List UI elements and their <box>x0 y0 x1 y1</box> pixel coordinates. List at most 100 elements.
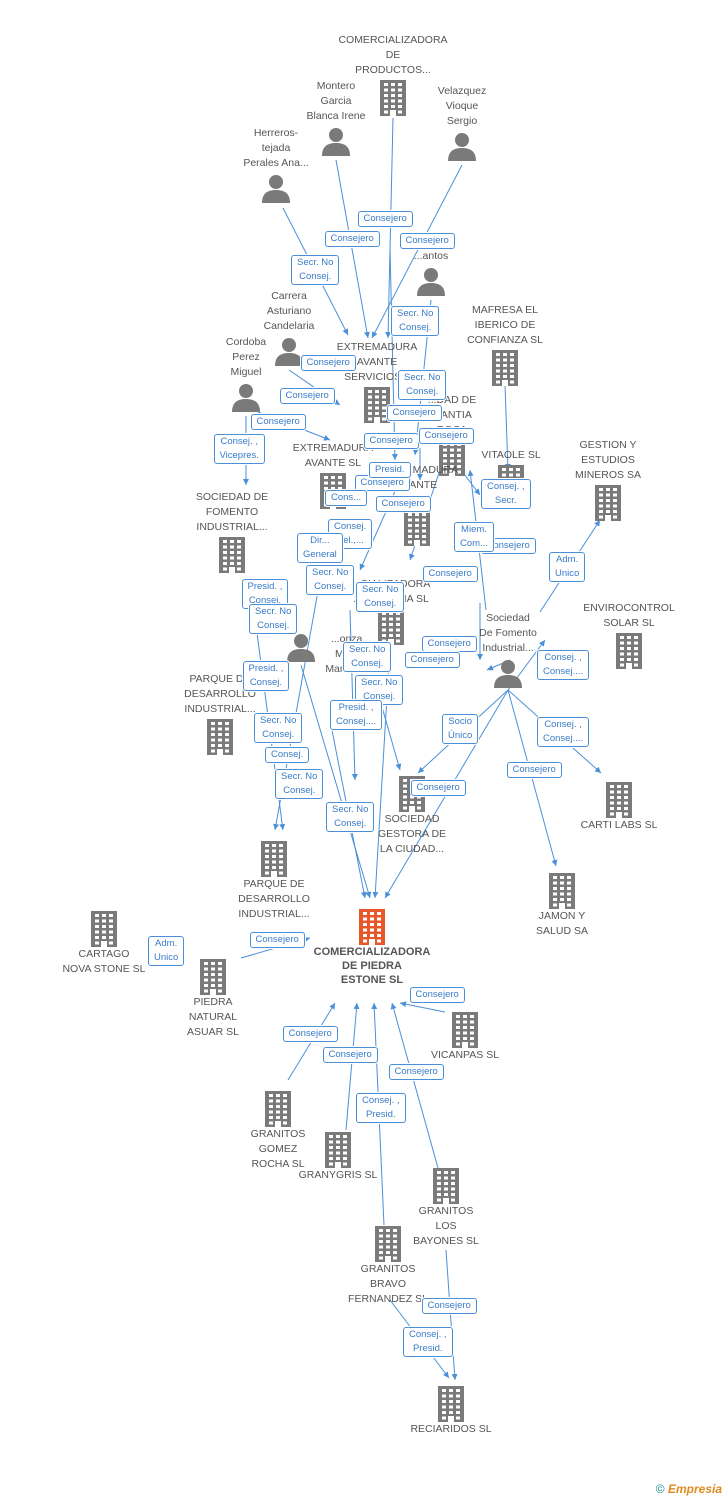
relation-badge[interactable]: Consejero <box>386 405 442 421</box>
relation-badge[interactable]: Consejero <box>404 652 460 668</box>
company-node[interactable]: RECIARIDOS SL <box>391 1386 511 1437</box>
graph-edge <box>507 689 558 867</box>
relation-badge[interactable]: Consejero <box>300 355 356 371</box>
relation-badge[interactable]: Consejero <box>418 428 474 444</box>
relation-badge[interactable]: Presid. , Consej. <box>242 661 290 691</box>
relation-badge[interactable]: Presid. <box>369 462 411 478</box>
relation-badge[interactable]: Secr. No Consej. <box>355 675 404 705</box>
relation-badge[interactable]: Consejero <box>422 566 478 582</box>
relation-badge[interactable]: Consej. , Presid. <box>356 1093 406 1123</box>
person-icon <box>448 133 476 161</box>
relation-badge[interactable]: Secr. No Consej. <box>291 255 340 285</box>
company-node[interactable]: PIEDRA NATURAL ASUAR SL <box>153 959 273 1040</box>
node-label: Montero Garcia Blanca Irene <box>306 80 366 122</box>
node-label: COMERCIALIZADORA DE PIEDRA ESTONE SL <box>313 946 431 986</box>
copyright-symbol: © <box>655 1482 665 1496</box>
person-node[interactable]: Velazquez Vioque Sergio <box>402 85 522 161</box>
company-node[interactable]: GRANITOS GOMEZ ROCHA SL <box>218 1091 338 1172</box>
node-label: Herreros- tejada Perales Ana... <box>243 127 309 169</box>
relation-badge[interactable]: Secr. No Consej. <box>391 306 440 336</box>
building-icon <box>595 485 621 521</box>
company-node[interactable]: CARTAGO NOVA STONE SL <box>44 911 164 977</box>
relation-badge[interactable]: Consejero <box>249 932 305 948</box>
relation-badge[interactable]: Consej. , Presid. <box>403 1327 453 1357</box>
company-node[interactable]: MAFRESA EL IBERICO DE CONFIANZA SL <box>445 304 565 386</box>
relation-badge[interactable]: Consejero <box>506 762 562 778</box>
company-node[interactable]: GRANITOS BRAVO FERNANDEZ SL <box>328 1226 448 1307</box>
node-label: GRANYGRIS SL <box>298 1169 378 1181</box>
relation-badge[interactable]: Miem. Com... <box>454 522 494 552</box>
person-node[interactable]: Sociedad De Fomento Industrial... <box>448 612 568 688</box>
relation-badge[interactable]: Cons... <box>325 490 368 506</box>
relation-badge[interactable]: Consej. , Vicepres. <box>213 434 265 464</box>
company-node[interactable]: VICANPAS SL <box>405 1012 525 1063</box>
relation-badge[interactable]: Consejero <box>322 1047 378 1063</box>
relation-badge[interactable]: Secr. No Consej. <box>249 604 298 634</box>
relation-badge[interactable]: Consejero <box>357 211 413 227</box>
relation-badge[interactable]: Consejero <box>363 433 419 449</box>
relation-badge[interactable]: Consej. , Secr. <box>481 479 531 509</box>
company-node[interactable]: EXTREMADURA AVANTE SERVICIOS... <box>317 341 437 423</box>
building-icon <box>265 1091 291 1127</box>
company-node[interactable]: JAMON Y SALUD SA <box>502 873 622 939</box>
person-node[interactable]: Montero Garcia Blanca Irene <box>276 80 396 156</box>
relation-badge[interactable]: Consejero <box>388 1064 444 1080</box>
person-node[interactable]: Cordoba Perez Miguel <box>186 336 306 412</box>
person-node[interactable]: Herreros- tejada Perales Ana... <box>216 127 336 203</box>
relation-badge[interactable]: Dir... General <box>297 533 343 563</box>
node-label: CARTI LABS SL <box>580 819 658 831</box>
relation-badge[interactable]: Presid. , Consej.... <box>330 700 383 730</box>
company-node[interactable]: GRANYGRIS SL <box>278 1132 398 1183</box>
company-node[interactable]: CARTI LABS SL <box>559 782 679 833</box>
company-node[interactable]: ENVIROCONTROL SOLAR SL <box>569 602 689 669</box>
graph-edge <box>385 117 394 339</box>
building-icon <box>91 911 117 947</box>
relation-badge[interactable]: Consejero <box>399 233 455 249</box>
relation-badge[interactable]: Consej. <box>265 747 310 763</box>
company-node[interactable]: GRANITOS LOS BAYONES SL <box>386 1168 506 1249</box>
relation-badge[interactable]: Consejero <box>421 1298 477 1314</box>
person-node[interactable]: ...antos <box>371 250 491 296</box>
relation-badge[interactable]: Adm. Unico <box>549 552 586 582</box>
graph-edge <box>300 664 372 899</box>
relation-badge[interactable]: Consejero <box>250 414 306 430</box>
company-node[interactable]: PARQUE DE DESARROLLO INDUSTRIAL... <box>214 841 334 922</box>
relation-badge[interactable]: Secr. No Consej. <box>254 713 303 743</box>
relation-badge[interactable]: Consej. , Consej.... <box>537 717 590 747</box>
relation-badge[interactable]: Consejero <box>375 496 431 512</box>
person-node[interactable]: Carrera Asturiano Candelaria <box>229 290 349 366</box>
node-label: PARQUE DE DESARROLLO INDUSTRIAL... <box>238 878 310 920</box>
relation-badge[interactable]: Secr. No Consej. <box>326 802 375 832</box>
graph-edge <box>359 479 401 571</box>
building-icon <box>359 909 385 945</box>
node-label: Velazquez Vioque Sergio <box>437 85 487 127</box>
company-node[interactable]: GESTION Y ESTUDIOS MINEROS SA <box>548 439 668 521</box>
relation-badge[interactable]: Socio Único <box>442 714 479 744</box>
company-node[interactable]: PARQUE DE DESARROLLO INDUSTRIAL... <box>160 673 280 755</box>
relation-badge[interactable]: Consejero <box>409 987 465 1003</box>
graph-edge <box>349 609 358 781</box>
relation-badge[interactable]: Consejero <box>279 388 335 404</box>
relation-badge[interactable]: Consejero <box>480 538 536 554</box>
company-node[interactable]: SOCIEDAD DE FOMENTO INDUSTRIAL... <box>172 491 292 573</box>
relation-badge[interactable]: Secr. No Consej. <box>356 582 405 612</box>
relation-badge[interactable]: Consejero <box>421 636 477 652</box>
relation-badge[interactable]: Adm. Unico <box>148 936 185 966</box>
person-icon <box>262 175 290 203</box>
relation-badge[interactable]: Consejero <box>324 231 380 247</box>
company-node[interactable]: SOCIEDAD GESTORA DE LA CIUDAD... <box>352 776 472 857</box>
relation-badge[interactable]: Consejero <box>282 1026 338 1042</box>
relation-badge[interactable]: Consej. , Consej.... <box>537 650 590 680</box>
relation-badge[interactable]: Secr. No Consej. <box>398 370 447 400</box>
relation-badge[interactable]: Secr. No Consej. <box>343 642 392 672</box>
brand-logo[interactable]: Empresia <box>667 1482 722 1496</box>
building-icon <box>378 609 404 645</box>
company-node[interactable]: COMERCIALIZADORA DE PRODUCTOS... <box>333 34 453 116</box>
person-icon <box>494 660 522 688</box>
main-company-node[interactable]: COMERCIALIZADORA DE PIEDRA ESTONE SL <box>312 909 432 987</box>
relation-badge[interactable]: Secr. No Consej. <box>306 565 355 595</box>
node-label: ENVIROCONTROL SOLAR SL <box>583 602 675 629</box>
relation-badge[interactable]: Consejero <box>410 780 466 796</box>
relation-badge[interactable]: Secr. No Consej. <box>275 769 324 799</box>
